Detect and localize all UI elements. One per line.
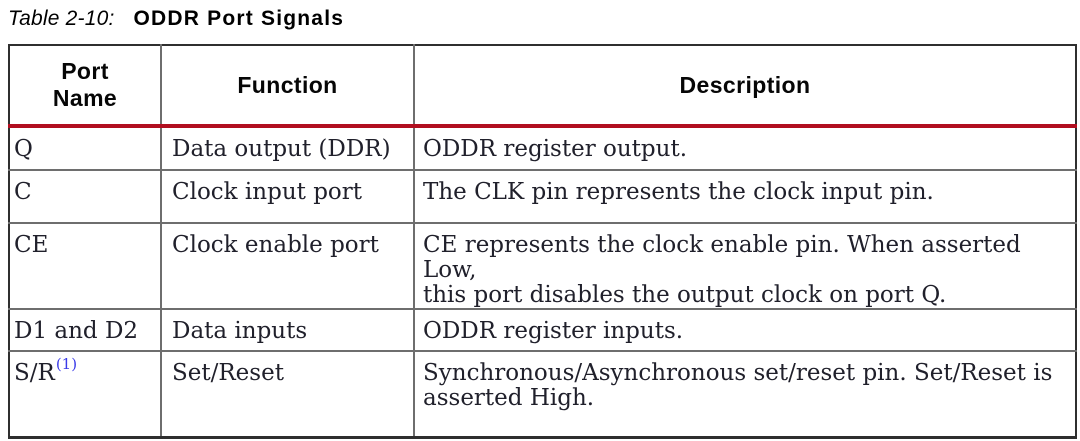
footnote-1-link[interactable]: (1) <box>55 355 78 374</box>
port-name-text: S/R <box>14 360 55 386</box>
table-row: D1 and D2 Data inputs ODDR register inpu… <box>8 308 1077 352</box>
function-cell: Clock input port <box>160 169 415 224</box>
table-caption-title: ODDR Port Signals <box>133 7 345 30</box>
table-row: S/R(1) Set/Reset Synchronous/Asynchronou… <box>8 350 1077 439</box>
function-cell: Clock enable port <box>160 222 415 310</box>
port-name-cell: S/R(1) <box>8 350 162 439</box>
column-header-description: Description <box>413 44 1077 128</box>
table-row: Q Data output (DDR) ODDR register output… <box>8 125 1077 171</box>
description-cell: The CLK pin represents the clock input p… <box>413 169 1077 224</box>
description-cell: ODDR register output. <box>413 125 1077 171</box>
port-name-cell: D1 and D2 <box>8 308 162 352</box>
description-cell: Synchronous/Asynchronous set/reset pin. … <box>413 350 1077 439</box>
function-cell: Data output (DDR) <box>160 125 415 171</box>
port-name-cell: CE <box>8 222 162 310</box>
port-name-cell: Q <box>8 125 162 171</box>
description-cell: CE represents the clock enable pin. When… <box>413 222 1077 310</box>
oddr-port-signals-table: Port Name Function Description Q Data ou… <box>8 44 1077 439</box>
column-header-port-name: Port Name <box>8 44 162 128</box>
table-header-row: Port Name Function Description <box>8 44 1077 128</box>
table-caption: Table 2-10: ODDR Port Signals <box>8 5 344 32</box>
table-row: C Clock input port The CLK pin represent… <box>8 169 1077 224</box>
table-row: CE Clock enable port CE represents the c… <box>8 222 1077 310</box>
description-cell: ODDR register inputs. <box>413 308 1077 352</box>
column-header-function: Function <box>160 44 415 128</box>
function-cell: Data inputs <box>160 308 415 352</box>
port-name-cell: C <box>8 169 162 224</box>
table-caption-label: Table 2-10: <box>8 7 115 30</box>
function-cell: Set/Reset <box>160 350 415 439</box>
